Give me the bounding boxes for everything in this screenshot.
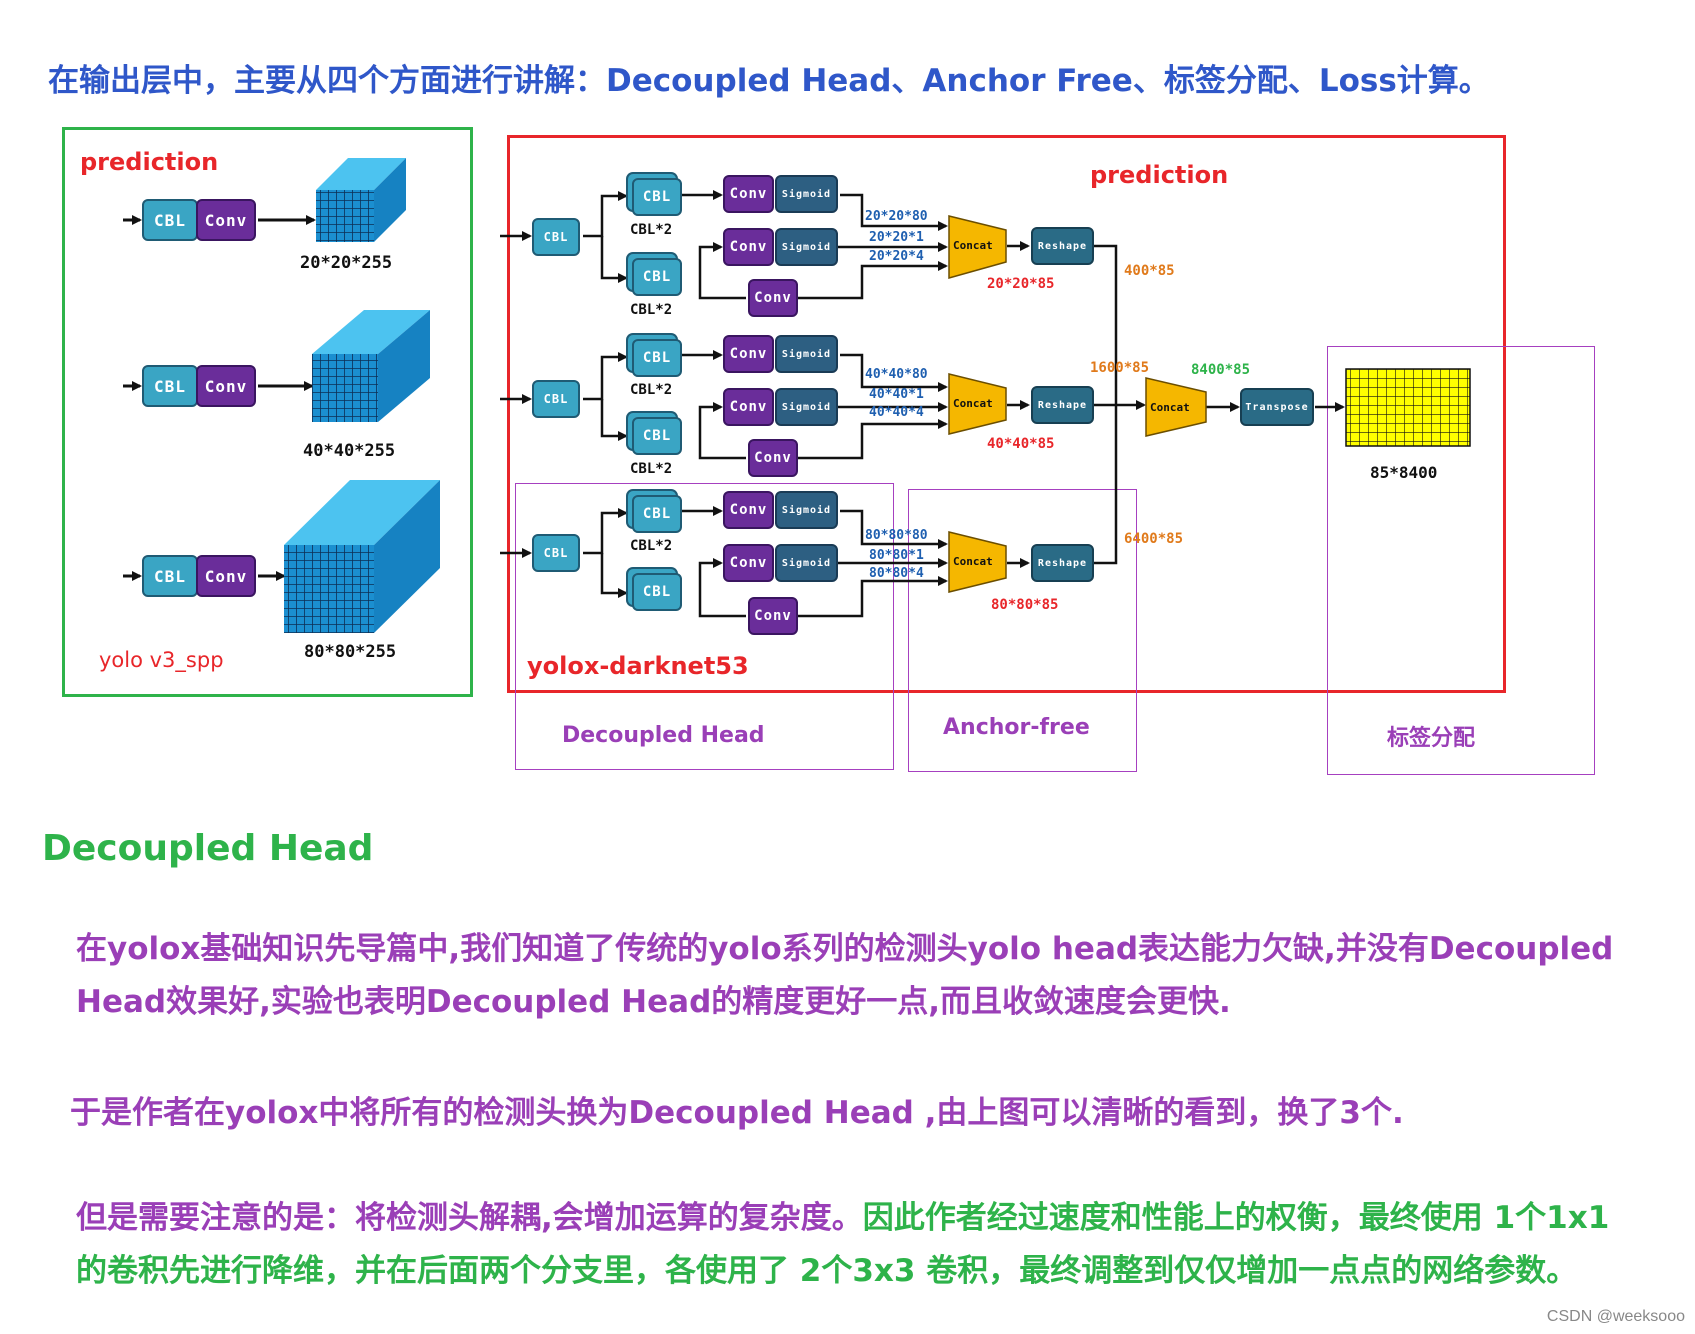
reshape-row1: Reshape bbox=[1031, 227, 1094, 265]
page-title: 在输出层中，主要从四个方面进行讲解：Decoupled Head、Anchor … bbox=[48, 63, 1490, 99]
concat-shape-row2 bbox=[948, 373, 1007, 435]
yolox-conv-cls-row2: Conv bbox=[723, 335, 774, 373]
v3-conv-block-1: Conv bbox=[196, 199, 256, 241]
v3-cbl-block-2: CBL bbox=[142, 365, 198, 407]
feature-cube-large bbox=[284, 480, 440, 633]
concat-shape-row3 bbox=[948, 531, 1007, 593]
yolox-cbl2-caption-row1b: CBL*2 bbox=[630, 302, 673, 318]
yolox-cbl2-caption-row1a: CBL*2 bbox=[630, 222, 673, 238]
yolox-cbl-bottom-row2: CBL bbox=[632, 417, 682, 455]
dim-cls-row1: 20*20*80 bbox=[865, 209, 928, 224]
yolox-conv-obj-row1: Conv bbox=[723, 228, 774, 266]
yolox-cbl-row2: CBL bbox=[532, 380, 580, 418]
feature-cube-small bbox=[316, 158, 406, 242]
decoupled-head-label: Decoupled Head bbox=[562, 723, 765, 748]
dim-cls-row2: 40*40*80 bbox=[865, 367, 928, 382]
yolox-conv-reg-row3: Conv bbox=[748, 597, 798, 635]
final-concat-label: Concat bbox=[1150, 401, 1190, 414]
yolox-conv-cls-row1: Conv bbox=[723, 175, 774, 213]
reshape-row2: Reshape bbox=[1031, 386, 1094, 424]
flat-row2: 1600*85 bbox=[1090, 360, 1150, 376]
concat-label-row2: Concat bbox=[953, 397, 993, 410]
v3-cbl-block-3: CBL bbox=[142, 555, 198, 597]
v3-size-3: 80*80*255 bbox=[304, 642, 397, 662]
concat-out-row3: 80*80*85 bbox=[991, 597, 1059, 613]
concat-out-row2: 40*40*85 bbox=[987, 436, 1055, 452]
paragraph-3-line-1: 但是需要注意的是：将检测头解耦,会增加运算的复杂度。因此作者经过速度和性能上的权… bbox=[76, 1192, 1609, 1245]
yolox-conv-obj-row2: Conv bbox=[723, 388, 774, 426]
paragraph-1-line-1: 在yolox基础知识先导篇中,我们知道了传统的yolo系列的检测头yolo he… bbox=[76, 931, 1614, 967]
yolox-conv-obj-row3: Conv bbox=[723, 544, 774, 582]
yolox-panel bbox=[507, 135, 1506, 693]
label-assign-label: 标签分配 bbox=[1387, 726, 1476, 751]
right-panel-label: prediction bbox=[1090, 161, 1229, 189]
concat-label-row3: Concat bbox=[953, 555, 993, 568]
paragraph-3-detail: 因此作者经过速度和性能上的权衡，最终使用 1个1x1 bbox=[862, 1200, 1610, 1236]
concat-shape-final bbox=[1145, 377, 1207, 437]
paragraph-3-note: 但是需要注意的是：将检测头解耦,会增加运算的复杂度。 bbox=[76, 1200, 863, 1236]
anchor-free-region bbox=[908, 489, 1137, 772]
dim-cls-row3: 80*80*80 bbox=[865, 528, 928, 543]
yolox-cbl-top-row1: CBL bbox=[632, 178, 682, 216]
paragraph-2: 于是作者在yolox中将所有的检测头换为Decoupled Head ,由上图可… bbox=[70, 1095, 1404, 1131]
flat-row3: 6400*85 bbox=[1124, 531, 1184, 547]
yolox-cbl-top-row2: CBL bbox=[632, 339, 682, 377]
dim-reg-row3: 80*80*4 bbox=[869, 566, 924, 581]
yolox-conv-reg-row2: Conv bbox=[748, 439, 798, 477]
yolox-cbl-top-row3: CBL bbox=[632, 495, 682, 533]
v3-cbl-block-1: CBL bbox=[142, 199, 198, 241]
output-grid bbox=[1345, 368, 1471, 447]
final-concat-out: 8400*85 bbox=[1191, 362, 1251, 378]
yolox-conv-reg-row1: Conv bbox=[748, 279, 798, 317]
section-heading: Decoupled Head bbox=[42, 828, 374, 869]
yolox-sigmoid-cls-row1: Sigmoid bbox=[775, 175, 838, 213]
dim-reg-row1: 20*20*4 bbox=[869, 249, 924, 264]
dim-reg-row2: 40*40*4 bbox=[869, 405, 924, 420]
yolox-cbl2-caption-row2a: CBL*2 bbox=[630, 382, 673, 398]
yolox-cbl-bottom-row3: CBL bbox=[632, 573, 682, 611]
dim-obj-row3: 80*80*1 bbox=[869, 548, 924, 563]
decoupled-head-region bbox=[515, 483, 894, 770]
feature-cube-medium bbox=[312, 310, 430, 422]
paragraph-3-line-2: 的卷积先进行降维，并在后面两个分支里，各使用了 2个3x3 卷积，最终调整到仅仅… bbox=[76, 1253, 1578, 1289]
yolox-cbl2-caption-row2b: CBL*2 bbox=[630, 461, 673, 477]
reshape-row3: Reshape bbox=[1031, 544, 1094, 582]
dim-obj-row2: 40*40*1 bbox=[869, 387, 924, 402]
yolox-sigmoid-obj-row3: Sigmoid bbox=[775, 544, 838, 582]
yolox-cbl-row1: CBL bbox=[532, 218, 580, 256]
v3-size-2: 40*40*255 bbox=[303, 441, 396, 461]
yolox-cbl-row3: CBL bbox=[532, 534, 580, 572]
yolov3-panel bbox=[62, 127, 473, 697]
transpose-block: Transpose bbox=[1240, 388, 1314, 426]
v3-conv-block-3: Conv bbox=[196, 555, 256, 597]
dim-obj-row1: 20*20*1 bbox=[869, 230, 924, 245]
flat-row1: 400*85 bbox=[1124, 263, 1175, 279]
paragraph-1-line-2: Head效果好,实验也表明Decoupled Head的精度更好一点,而且收敛速… bbox=[76, 984, 1231, 1020]
yolox-conv-cls-row3: Conv bbox=[723, 491, 774, 529]
left-panel-footer: yolo v3_spp bbox=[99, 648, 224, 672]
concat-out-row1: 20*20*85 bbox=[987, 276, 1055, 292]
right-panel-footer: yolox-darknet53 bbox=[527, 652, 749, 680]
diagram-connectors bbox=[123, 158, 1471, 633]
v3-conv-block-2: Conv bbox=[196, 365, 256, 407]
yolox-cbl-bottom-row1: CBL bbox=[632, 258, 682, 296]
v3-size-1: 20*20*255 bbox=[300, 253, 393, 273]
yolox-sigmoid-obj-row1: Sigmoid bbox=[775, 228, 838, 266]
yolox-sigmoid-cls-row3: Sigmoid bbox=[775, 491, 838, 529]
output-size-label: 85*8400 bbox=[1370, 463, 1438, 482]
concat-label-row1: Concat bbox=[953, 239, 993, 252]
credit-watermark: CSDN @weeksooo bbox=[1546, 1308, 1685, 1325]
concat-shape-row1 bbox=[948, 215, 1007, 279]
yolox-cbl2-caption-row3a: CBL*2 bbox=[630, 538, 673, 554]
yolox-sigmoid-cls-row2: Sigmoid bbox=[775, 335, 838, 373]
yolox-sigmoid-obj-row2: Sigmoid bbox=[775, 388, 838, 426]
label-assign-region bbox=[1327, 346, 1595, 775]
left-panel-label: prediction bbox=[80, 148, 219, 176]
anchor-free-label: Anchor-free bbox=[943, 715, 1090, 740]
